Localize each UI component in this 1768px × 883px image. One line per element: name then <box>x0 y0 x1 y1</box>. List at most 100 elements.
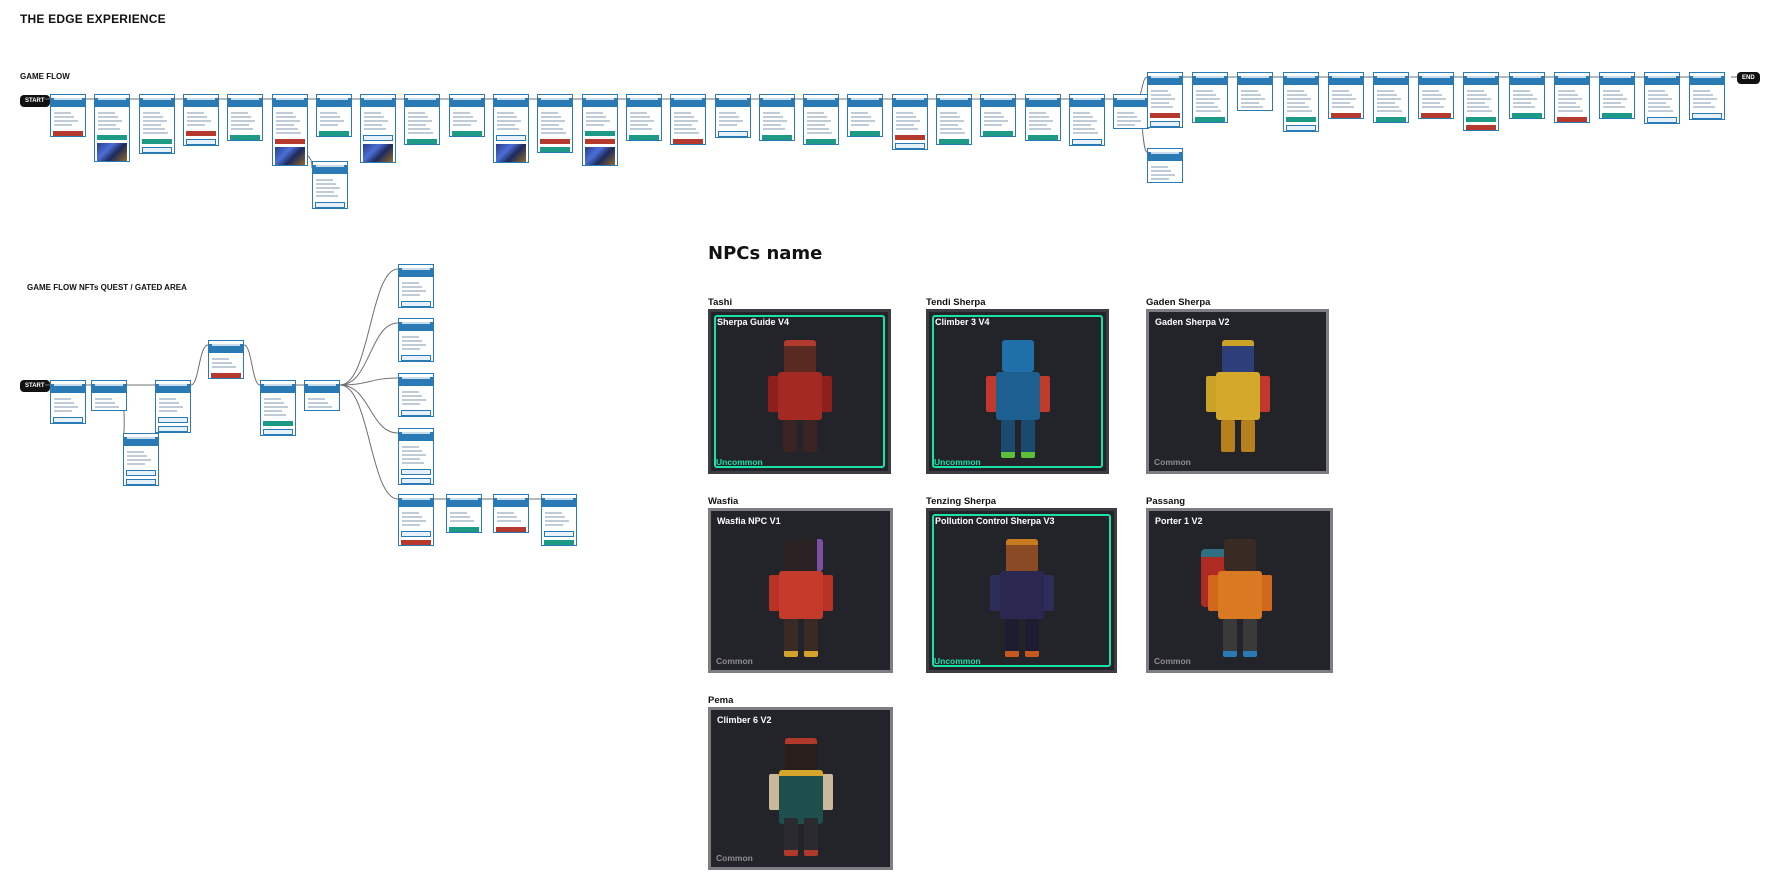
npc-card-tashi[interactable]: Sherpa Guide V4 Uncommon <box>708 309 891 474</box>
npc-card-tenzing-sherpa[interactable]: Pollution Control Sherpa V3 Uncommon <box>926 508 1117 673</box>
quest-flow-step-card[interactable] <box>541 494 577 546</box>
flow-card-body <box>305 393 339 410</box>
game-flow-step-card[interactable] <box>404 94 440 145</box>
flow-card-text-line <box>719 120 744 122</box>
game-flow-step-card[interactable] <box>50 94 86 137</box>
flow-card-tag <box>401 540 431 545</box>
game-flow-step-card[interactable] <box>1025 94 1061 141</box>
npc-card-tendi-sherpa[interactable]: Climber 3 V4 Uncommon <box>926 309 1109 474</box>
flow-card-text-line <box>896 120 921 122</box>
npc-card-border <box>714 315 885 468</box>
flow-card-text-line <box>674 112 691 114</box>
game-flow-step-card[interactable] <box>1689 72 1725 120</box>
game-flow-step-card[interactable] <box>272 94 308 166</box>
npc-card-border <box>932 514 1111 667</box>
quest-flow-step-card[interactable] <box>398 264 434 308</box>
game-flow-step-card[interactable] <box>183 94 219 146</box>
game-flow-step-card[interactable] <box>803 94 839 145</box>
flow-card-text-line <box>541 116 562 118</box>
npcs-heading: NPCs name <box>708 243 823 264</box>
game-flow-step-card[interactable] <box>1113 94 1149 129</box>
quest-flow-label: GAME FLOW NFTs QUEST / GATED AREA <box>27 283 187 292</box>
flow-card-header <box>405 98 439 107</box>
quest-flow-step-card[interactable] <box>91 380 127 411</box>
figure-arm <box>1038 376 1050 412</box>
npc-card-gaden-sherpa[interactable]: Gaden Sherpa V2 Common <box>1146 309 1329 474</box>
flow-card-text-line <box>187 120 212 122</box>
npc-card-passang[interactable]: Porter 1 V2 Common <box>1146 508 1333 673</box>
quest-flow-step-card[interactable] <box>398 494 434 546</box>
game-flow-step-card[interactable] <box>316 94 352 137</box>
game-flow-step-card[interactable] <box>449 94 485 137</box>
flow-card-text-line <box>545 524 563 526</box>
game-flow-step-card[interactable] <box>892 94 928 150</box>
flow-card-text-line <box>402 286 423 288</box>
game-flow-step-card[interactable] <box>759 94 795 141</box>
flow-card-text-line <box>143 132 169 134</box>
game-flow-step-card[interactable] <box>936 94 972 145</box>
game-flow-step-card[interactable] <box>537 94 573 153</box>
game-flow-step-card[interactable] <box>1644 72 1680 124</box>
flow-card-text-line <box>276 128 298 130</box>
quest-flow-step-card[interactable] <box>446 494 482 533</box>
quest-flow-step-card[interactable] <box>260 380 296 436</box>
game-flow-step-card[interactable] <box>1418 72 1454 119</box>
game-flow-step-card[interactable] <box>1328 72 1364 119</box>
game-flow-step-card[interactable] <box>1599 72 1635 119</box>
flow-card-tag <box>158 426 188 432</box>
quest-flow-step-card[interactable] <box>155 380 191 433</box>
game-flow-branch-card[interactable] <box>1147 148 1183 183</box>
flow-card-text-line <box>54 120 79 122</box>
npc-name-pema: Pema <box>708 695 734 706</box>
figure-leg <box>1242 619 1257 657</box>
flow-connector-line <box>190 344 209 386</box>
game-flow-step-card[interactable] <box>1192 72 1228 123</box>
game-flow-step-card[interactable] <box>1373 72 1409 123</box>
game-flow-step-card[interactable] <box>1283 72 1319 132</box>
game-flow-branch-card[interactable] <box>312 161 348 209</box>
quest-flow-step-card[interactable] <box>208 340 244 379</box>
flow-card-text-line <box>276 116 297 118</box>
game-flow-step-card[interactable] <box>847 94 883 137</box>
quest-flow-step-card[interactable] <box>398 428 434 485</box>
game-flow-step-card[interactable] <box>715 94 751 138</box>
game-flow-step-card[interactable] <box>670 94 706 145</box>
game-flow-step-card[interactable] <box>139 94 175 154</box>
quest-flow-step-card[interactable] <box>398 373 434 417</box>
game-flow-step-card[interactable] <box>1147 72 1183 128</box>
npc-model-name: Climber 3 V4 <box>935 317 990 327</box>
quest-flow-step-card[interactable] <box>304 380 340 411</box>
quest-flow-step-card[interactable] <box>123 433 159 486</box>
game-flow-step-card[interactable] <box>227 94 263 141</box>
game-flow-step-card[interactable] <box>493 94 529 163</box>
quest-flow-start-node[interactable]: START <box>20 380 50 392</box>
game-flow-step-card[interactable] <box>1509 72 1545 119</box>
game-flow-step-card[interactable] <box>1554 72 1590 123</box>
npc-card-pema[interactable]: Climber 6 V2 Common <box>708 707 893 870</box>
game-flow-step-card[interactable] <box>1463 72 1499 131</box>
flow-card-text-line <box>1073 124 1091 126</box>
quest-flow-step-card[interactable] <box>493 494 529 533</box>
quest-flow-step-card[interactable] <box>50 380 86 424</box>
flow-card-header <box>156 384 190 393</box>
flow-card-header <box>1026 98 1060 107</box>
flow-card-text-line <box>1513 90 1530 92</box>
game-flow-step-card[interactable] <box>582 94 618 166</box>
game-flow-step-card[interactable] <box>94 94 130 162</box>
flow-card-text-line <box>896 128 918 130</box>
flow-card-tag <box>263 429 293 435</box>
game-flow-step-card[interactable] <box>1237 72 1273 111</box>
quest-flow-step-card[interactable] <box>398 318 434 362</box>
game-flow-start-node[interactable]: START <box>20 95 50 107</box>
flow-card-body <box>583 107 617 128</box>
game-flow-step-card[interactable] <box>360 94 396 163</box>
npc-card-wasfia[interactable]: Wasfia NPC V1 Common <box>708 508 893 673</box>
flow-card-text-line <box>1117 124 1135 126</box>
flow-card-header <box>627 98 661 107</box>
game-flow-step-card[interactable] <box>1069 94 1105 146</box>
game-flow-step-card[interactable] <box>626 94 662 141</box>
flow-card-text-line <box>127 455 148 457</box>
game-flow-step-card[interactable] <box>980 94 1016 137</box>
npc-model-name: Wasfia NPC V1 <box>717 516 781 526</box>
game-flow-end-node[interactable]: END <box>1737 72 1760 84</box>
